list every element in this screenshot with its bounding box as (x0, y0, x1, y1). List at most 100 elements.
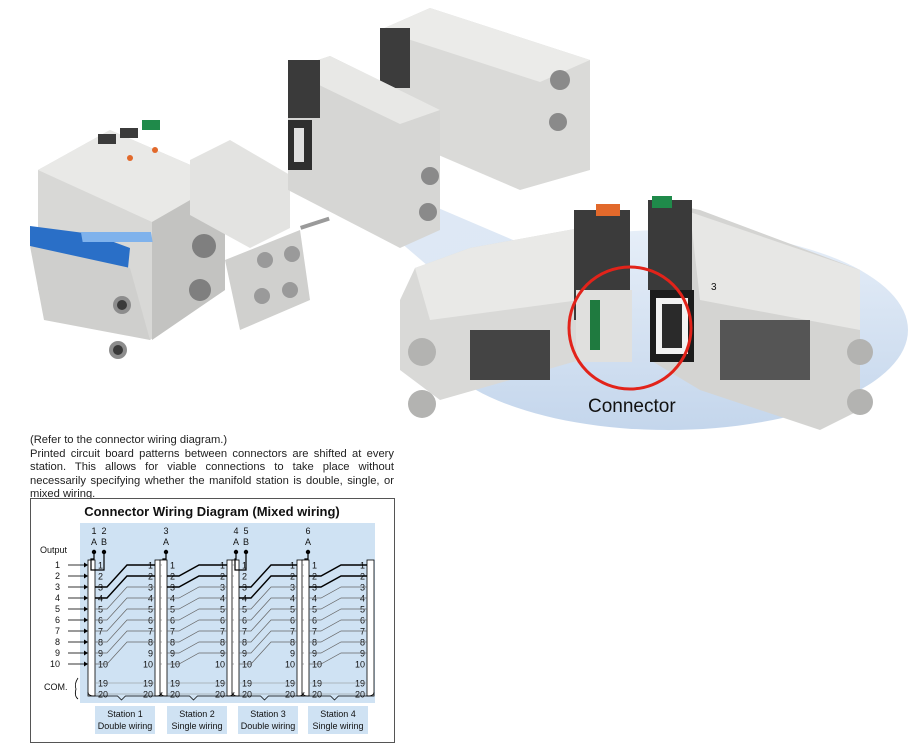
pin-label: 7 (360, 627, 365, 637)
arrow-head (84, 606, 88, 612)
pin-label: 4 (220, 594, 225, 604)
pin-label: 5 (360, 605, 365, 615)
pin-label: 5 (220, 605, 225, 615)
connector-strip (231, 559, 240, 697)
output-label: Output (40, 545, 68, 555)
through-wire (167, 597, 227, 610)
pin-label: 5 (170, 605, 175, 615)
output-tap (304, 552, 309, 560)
wiring-note: (Refer to the connector wiring diagram.)… (30, 434, 394, 502)
through-wire (309, 597, 367, 610)
row-label: 9 (55, 648, 60, 658)
pin-label: 6 (148, 616, 153, 626)
com-brace (74, 677, 79, 700)
pin-label: 5 (148, 605, 153, 615)
through-wire (95, 586, 155, 610)
pin-label: 10 (285, 660, 295, 670)
pin-label: 9 (360, 649, 365, 659)
connector-wiring-diagram: Connector Wiring Diagram (Mixed wiring)O… (30, 498, 395, 743)
pin-label: 9 (312, 649, 317, 659)
row-label: 1 (55, 560, 60, 570)
output-tap (90, 552, 105, 571)
connector-strip (366, 559, 375, 697)
station-label-box (167, 706, 227, 734)
station-name: Station 2 (179, 709, 215, 719)
pin-label: 9 (148, 649, 153, 659)
through-wire (167, 586, 227, 599)
station-label-box (308, 706, 368, 734)
through-wire (95, 608, 155, 632)
pin-label: 4 (312, 594, 317, 604)
output-letter: A (91, 537, 97, 547)
connector-callout-label: Connector (588, 396, 676, 417)
pin-label: 3 (148, 583, 153, 593)
pin-label: 8 (312, 638, 317, 648)
product-illustration: 3 (30, 8, 908, 430)
through-wire (239, 597, 297, 621)
pin-label: 2 (98, 572, 103, 582)
pin-label: 8 (170, 638, 175, 648)
through-wire (309, 564, 367, 577)
pin-label: 10 (98, 660, 108, 670)
arrow-head (84, 650, 88, 656)
station-label-box (95, 706, 155, 734)
com-pin-label: 20 (170, 690, 180, 700)
pin-label: 6 (170, 616, 175, 626)
pin-label: 6 (360, 616, 365, 626)
arrow-head (84, 562, 88, 568)
station-number-label: 3 (711, 282, 717, 293)
pin-label: 3 (360, 583, 365, 593)
middle-manifold (288, 56, 440, 248)
output-tap (234, 552, 247, 571)
arrow-head (84, 617, 88, 623)
pin-label: 6 (242, 616, 247, 626)
pin-label: 6 (220, 616, 225, 626)
pin-label: 5 (98, 605, 103, 615)
pin-label: 6 (312, 616, 317, 626)
arrow-head (84, 595, 88, 601)
station-wiring: Single wiring (312, 721, 363, 731)
output-letter: B (101, 537, 107, 547)
pin-label: 7 (170, 627, 175, 637)
pin-label: 4 (290, 594, 295, 604)
output-tap (162, 552, 167, 560)
station-wiring: Double wiring (98, 721, 153, 731)
through-wire (167, 652, 227, 665)
pin-label: 4 (360, 594, 365, 604)
station-wiring: Single wiring (171, 721, 222, 731)
output-number: 1 (91, 526, 96, 536)
output-number: 3 (163, 526, 168, 536)
output-letter: A (233, 537, 239, 547)
arrow-head (84, 628, 88, 634)
com-pin-label: 20 (242, 690, 252, 700)
through-wire (239, 586, 297, 610)
row-label: 5 (55, 604, 60, 614)
through-wire (309, 608, 367, 621)
pin-label: 2 (242, 572, 247, 582)
pin-label: 10 (242, 660, 252, 670)
magnified-left-section (400, 204, 632, 418)
output-letter: A (305, 537, 311, 547)
pin-label: 8 (98, 638, 103, 648)
left-manifold (30, 120, 330, 359)
pin-label: 3 (290, 583, 295, 593)
pin-label: 9 (290, 649, 295, 659)
arrow-head (84, 584, 88, 590)
pin-label: 9 (242, 649, 247, 659)
pin-label: 10 (312, 660, 322, 670)
com-pin-label: 19 (170, 679, 180, 689)
com-pin-label: 20 (312, 690, 322, 700)
output-number: 6 (305, 526, 310, 536)
row-label: 7 (55, 626, 60, 636)
pin-label: 6 (98, 616, 103, 626)
com-pin-label: 20 (355, 690, 365, 700)
pin-label: 8 (290, 638, 295, 648)
through-wire (309, 652, 367, 665)
through-wire (239, 630, 297, 654)
through-wire (167, 608, 227, 621)
connector-strip (159, 559, 168, 697)
pin-label: 7 (312, 627, 317, 637)
pin-label: 9 (220, 649, 225, 659)
arrow-head (84, 639, 88, 645)
output-letter: A (163, 537, 169, 547)
